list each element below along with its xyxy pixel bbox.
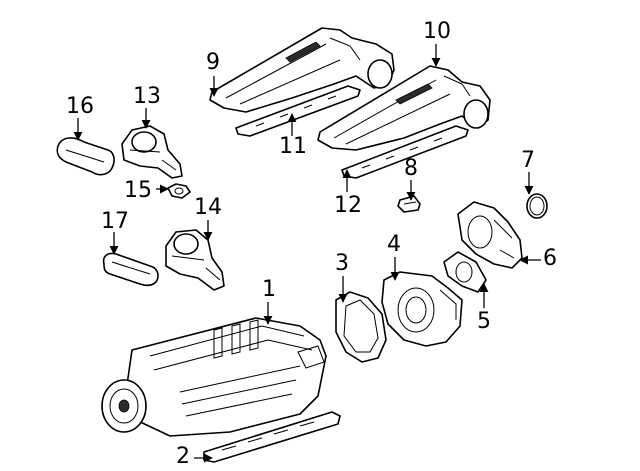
- callout-7: 7: [521, 148, 535, 173]
- callout-8: 8: [404, 156, 418, 181]
- callout-13: 13: [133, 84, 161, 109]
- part-15-nut: [167, 183, 191, 199]
- part-11-gasket: [235, 85, 361, 137]
- part-8-bracket: [397, 195, 421, 213]
- callout-1: 1: [262, 277, 276, 302]
- callout-9: 9: [206, 50, 220, 75]
- leader-lines: [73, 44, 541, 463]
- part-10-intake-cover: [317, 65, 491, 151]
- part-14-engine-mount: [165, 229, 225, 291]
- part-4-adapter-housing: [381, 271, 463, 347]
- part-5-gasket: [443, 251, 487, 293]
- part-17-hose: [102, 252, 159, 287]
- part-13-engine-mount: [121, 125, 183, 179]
- callout-2: 2: [176, 444, 190, 469]
- part-1-supercharger: [101, 317, 327, 437]
- callout-16: 16: [66, 94, 94, 119]
- callout-10: 10: [423, 19, 451, 44]
- callout-5: 5: [477, 309, 491, 334]
- callout-14: 14: [194, 195, 222, 220]
- callout-3: 3: [335, 251, 349, 276]
- part-3-gasket: [335, 291, 387, 363]
- part-16-hose: [56, 137, 115, 176]
- callout-6: 6: [543, 246, 557, 271]
- callout-17: 17: [101, 209, 129, 234]
- part-7-o-ring: [526, 193, 548, 219]
- callout-11: 11: [279, 134, 307, 159]
- callout-15: 15: [124, 178, 152, 203]
- callout-12: 12: [334, 193, 362, 218]
- part-9-intake-cover: [209, 27, 395, 113]
- callout-4: 4: [387, 232, 401, 257]
